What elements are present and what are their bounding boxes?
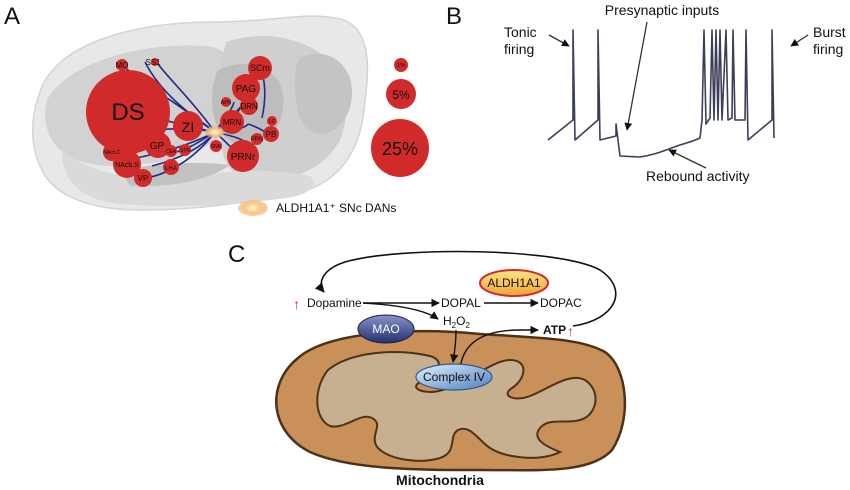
region-ppn-label: PPN bbox=[251, 137, 263, 143]
scale-circle-5pct bbox=[386, 79, 416, 109]
burst-label-line2: firing bbox=[813, 41, 843, 57]
aldh1a1-enzyme bbox=[479, 269, 549, 297]
h2o2-sub1: 2 bbox=[452, 321, 457, 330]
region-ds bbox=[86, 70, 170, 154]
region-pag-label: PAG bbox=[236, 84, 257, 95]
region-mrn-label: MRN bbox=[223, 118, 241, 127]
complex-iv-label: Complex IV bbox=[423, 370, 485, 384]
region-apn-label: APN bbox=[221, 100, 232, 106]
mitochondria-label: Mitochondria bbox=[396, 472, 484, 488]
snc-legend-label: ALDH1A1⁺ SNc DANs bbox=[276, 201, 396, 215]
region-stn-label: STN bbox=[180, 148, 190, 154]
region-ds-label: DS bbox=[111, 99, 144, 126]
atp-label: ATP bbox=[543, 323, 566, 337]
region-cea-label: CEA bbox=[166, 149, 177, 155]
region-zi-label: ZI bbox=[182, 119, 194, 135]
region-prnr bbox=[227, 140, 259, 172]
panel-b-arrows bbox=[548, 21, 809, 169]
region-mrn bbox=[220, 110, 244, 134]
panel-b: B Presynaptic inputs Tonic firing Burst … bbox=[446, 2, 846, 184]
region-nacb-s bbox=[113, 150, 141, 178]
size-scale-legend: 1% 5% 25% bbox=[371, 58, 429, 177]
snc-legend-swatch bbox=[238, 200, 268, 216]
region-nacb-s-label: NAcb.S bbox=[115, 162, 139, 169]
atp-up-arrow: ↑ bbox=[567, 323, 574, 339]
region-drn-label: DRN bbox=[240, 102, 258, 111]
region-scm-label: SCm bbox=[250, 63, 270, 73]
snc-source bbox=[205, 126, 225, 138]
tonic-label-line1: Tonic bbox=[504, 24, 537, 40]
dopamine-up-arrow: ↑ bbox=[293, 296, 300, 312]
panel-b-letter: B bbox=[446, 3, 462, 30]
mao-enzyme bbox=[357, 314, 415, 344]
region-nacb-c bbox=[103, 143, 121, 161]
h2o2-sub2: 2 bbox=[465, 321, 470, 330]
region-stn bbox=[179, 144, 191, 156]
panel-a: A bbox=[4, 3, 429, 216]
h2o2-label: H2O2 bbox=[443, 314, 470, 330]
atp-feedback-arrow bbox=[314, 250, 617, 327]
reaction-arrows bbox=[362, 298, 539, 371]
region-vp-label: VP bbox=[138, 174, 149, 183]
complex-iv bbox=[415, 363, 493, 391]
mao-label: MAO bbox=[372, 322, 399, 336]
rebound-label: Rebound activity bbox=[646, 168, 750, 184]
scale-circle-1pct bbox=[394, 58, 408, 72]
region-mo bbox=[116, 59, 128, 71]
h2o2-o: O bbox=[456, 314, 465, 328]
panel-c-letter: C bbox=[228, 241, 245, 268]
region-lc-label: LC bbox=[269, 119, 276, 125]
region-gp-label: GP bbox=[150, 141, 165, 152]
region-scm bbox=[248, 56, 272, 80]
region-cea bbox=[165, 145, 177, 157]
h2o2-h: H bbox=[443, 314, 452, 328]
region-lha-label: LHA bbox=[165, 166, 177, 172]
region-ppn bbox=[251, 133, 263, 145]
dopamine-label: Dopamine bbox=[307, 296, 362, 310]
presynaptic-label: Presynaptic inputs bbox=[605, 2, 719, 18]
burst-label-line1: Burst bbox=[813, 24, 846, 40]
region-lc bbox=[267, 116, 277, 126]
region-apn bbox=[221, 97, 231, 107]
panel-a-letter: A bbox=[4, 3, 20, 30]
membrane-voltage-trace bbox=[547, 29, 775, 158]
panel-c: C ↑ Dopamine DOPAL DOPAC ALDH1A1 MAO H2O… bbox=[228, 241, 627, 488]
scale-label-5pct: 5% bbox=[392, 88, 410, 102]
region-ss1 bbox=[151, 58, 159, 66]
region-pb bbox=[263, 126, 279, 142]
region-lha bbox=[163, 159, 179, 175]
tonic-label-line2: firing bbox=[504, 41, 534, 57]
mitochondrion-cristae bbox=[316, 351, 597, 462]
region-pag bbox=[232, 74, 260, 102]
aldh1a1-label: ALDH1A1 bbox=[487, 276, 541, 290]
region-ss1-label: SS1 bbox=[145, 58, 161, 67]
region-mo-label: MO bbox=[116, 61, 129, 70]
region-vp bbox=[134, 169, 152, 187]
region-drn bbox=[240, 97, 258, 115]
region-gp bbox=[145, 132, 171, 158]
scale-circle-25pct bbox=[371, 119, 429, 177]
region-snr bbox=[210, 140, 222, 152]
region-zi bbox=[173, 111, 203, 141]
scale-label-25pct: 25% bbox=[382, 139, 418, 159]
scale-label-1pct: 1% bbox=[397, 63, 406, 69]
region-circles: DS ZI GP PAG SCm MRN DRN PRNr PB PPN CEA… bbox=[86, 56, 279, 187]
region-nacb-c-label: NAcb.C bbox=[103, 150, 121, 156]
dopal-label: DOPAL bbox=[441, 296, 481, 310]
region-snr-label: SNR bbox=[211, 144, 222, 150]
region-prnr-label: PRNr bbox=[231, 152, 256, 163]
region-pb-label: PB bbox=[266, 130, 277, 139]
dopac-label: DOPAC bbox=[540, 296, 582, 310]
